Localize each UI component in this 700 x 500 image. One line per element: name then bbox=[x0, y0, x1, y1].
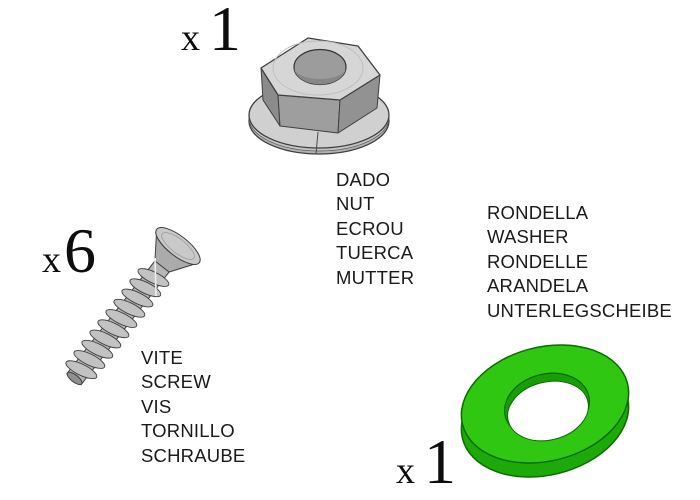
screw-head bbox=[155, 227, 201, 265]
nut-quantity-value: 1 bbox=[209, 0, 241, 64]
nut-hex-body bbox=[260, 37, 381, 134]
nut-name-fr: ECROU bbox=[336, 217, 404, 239]
washer-hole bbox=[507, 380, 589, 442]
nut-quantity-prefix: x bbox=[181, 17, 200, 59]
washer-name-it: RONDELLA bbox=[487, 202, 589, 223]
nut-name-it: DADO bbox=[336, 169, 391, 190]
nut-name-en: NUT bbox=[336, 193, 375, 215]
nut-name-es: TUERCA bbox=[336, 242, 414, 264]
nut-name-de: MUTTER bbox=[336, 266, 415, 288]
washer-quantity-value: 1 bbox=[424, 426, 456, 497]
nut-names: DADO NUT ECROU TUERCA MUTTER bbox=[336, 168, 414, 290]
screw-quantity-value: 6 bbox=[64, 215, 96, 286]
screw-names: VITE SCREW VIS TORNILLO SCHRAUBE bbox=[141, 346, 245, 468]
washer-name-de: UNTERLEGSCHEIBE bbox=[487, 299, 672, 321]
washer-quantity: x 1 bbox=[396, 430, 456, 494]
screw-name-en: SCREW bbox=[141, 371, 211, 393]
nut-quantity: x 1 bbox=[181, 0, 241, 61]
screw-threads bbox=[65, 268, 170, 380]
washer-illustration bbox=[460, 344, 630, 478]
screw-illustration bbox=[65, 227, 201, 386]
screw-quantity: x 6 bbox=[42, 219, 96, 283]
screw-quantity-prefix: x bbox=[42, 239, 61, 281]
screw-name-it: VITE bbox=[141, 347, 183, 368]
screw-highlight bbox=[154, 257, 157, 297]
flange-nut-illustration bbox=[248, 37, 390, 155]
washer-quantity-prefix: x bbox=[396, 450, 415, 492]
screw-name-fr: VIS bbox=[141, 395, 172, 417]
screw-name-de: SCHRAUBE bbox=[141, 444, 246, 466]
nut-flange-seam bbox=[315, 131, 319, 155]
screw-name-es: TORNILLO bbox=[141, 420, 235, 442]
washer-name-en: WASHER bbox=[487, 226, 569, 248]
screw-tip bbox=[66, 371, 83, 386]
washer-names: RONDELLA WASHER RONDELLE ARANDELA UNTERL… bbox=[487, 201, 672, 323]
washer-name-fr: RONDELLE bbox=[487, 250, 589, 272]
washer-name-es: ARANDELA bbox=[487, 275, 589, 297]
nut-hole bbox=[293, 48, 347, 86]
